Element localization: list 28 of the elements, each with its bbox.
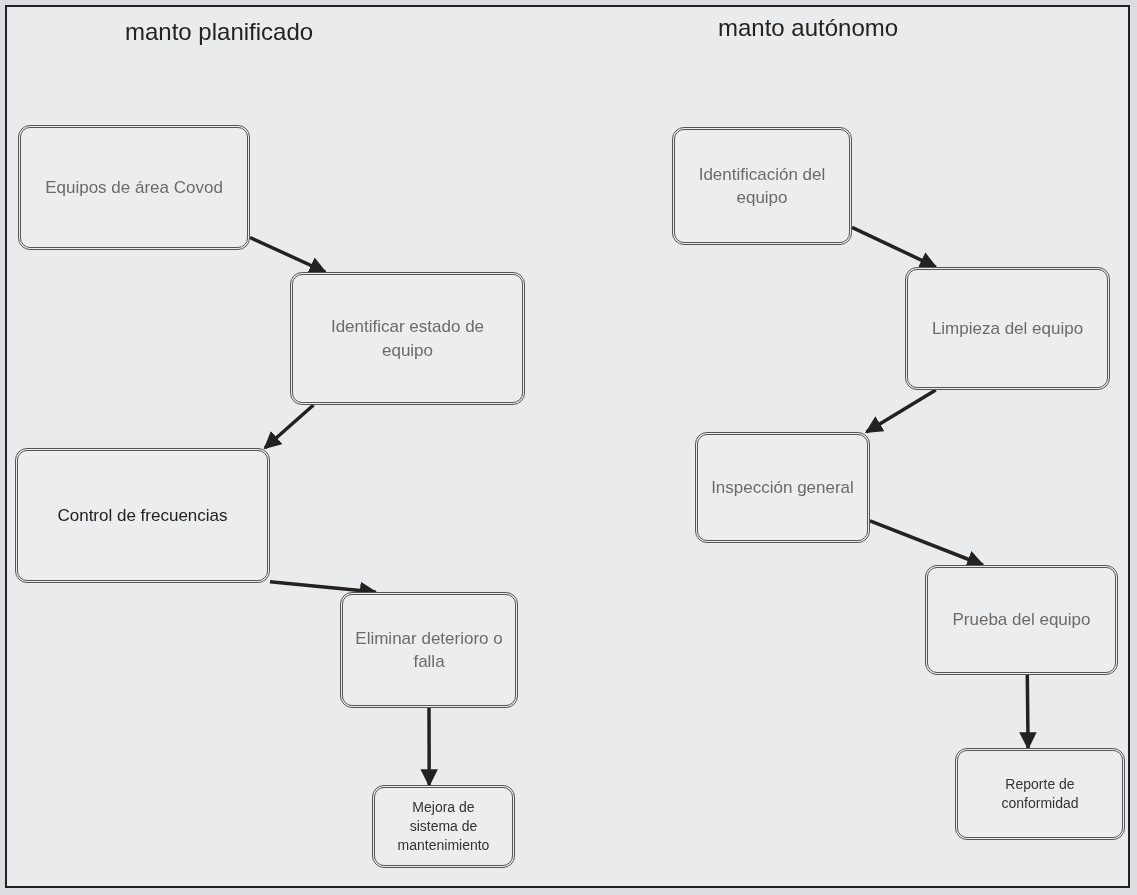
box-text: Control de frecuencias	[57, 504, 228, 527]
box-text: Prueba del equipo	[952, 609, 1091, 632]
arrow	[1019, 675, 1037, 750]
process-box	[955, 748, 1125, 840]
box-text: Identificación del equipo	[697, 163, 827, 209]
box-text: Inspección general	[711, 476, 854, 499]
arrow	[263, 403, 315, 450]
arrow	[249, 235, 327, 274]
box-text: Equipos de área Covod	[45, 176, 223, 199]
process-box	[18, 125, 250, 250]
arrow	[851, 225, 938, 269]
box-text: Limpieza del equipo	[931, 317, 1084, 340]
box-text: Mejora de sistema de mantenimiento	[396, 797, 491, 856]
box-text: Identificar estado de equipo	[329, 316, 486, 362]
process-box	[372, 785, 515, 868]
box-text: Reporte de conformidad	[1000, 774, 1080, 813]
section-heading: manto autónomo	[718, 13, 899, 43]
process-box	[905, 267, 1110, 390]
arrow	[865, 388, 937, 434]
process-box	[695, 432, 870, 543]
process-box	[15, 448, 270, 583]
box-text: Eliminar deterioro o falla	[355, 627, 503, 673]
arrow	[420, 708, 438, 787]
process-box	[672, 127, 852, 245]
section-heading: manto planificado	[125, 17, 314, 47]
process-box	[290, 272, 525, 405]
process-box	[925, 565, 1118, 675]
process-box	[340, 592, 518, 708]
